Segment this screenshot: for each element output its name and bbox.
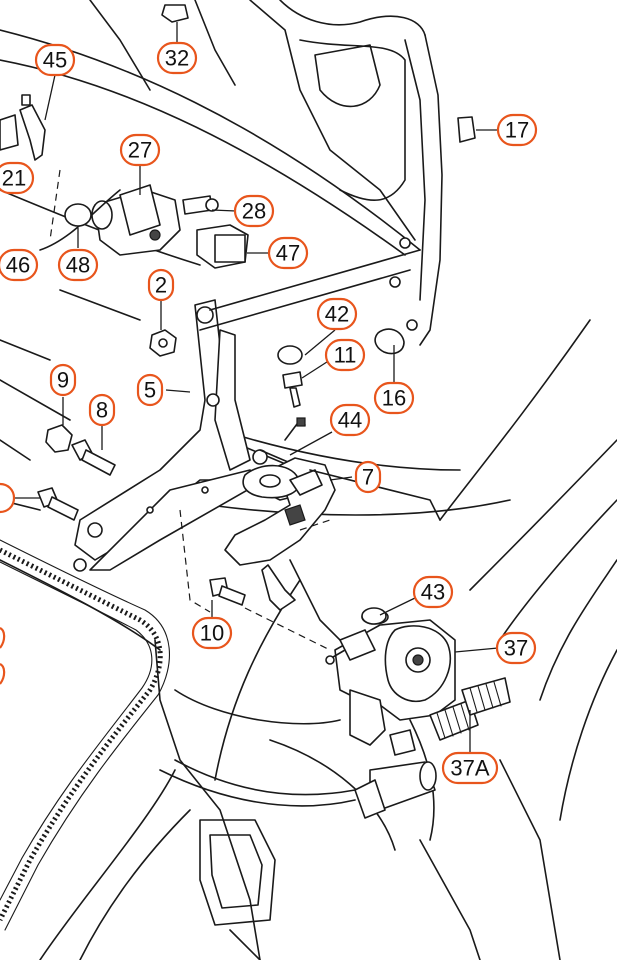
svg-text:27: 27 [128, 138, 152, 163]
callout-32[interactable]: 32 [156, 41, 198, 75]
springs [429, 677, 511, 741]
svg-text:47: 47 [276, 241, 300, 266]
callout-16[interactable]: 16 [373, 381, 415, 415]
callout-28[interactable]: 28 [233, 194, 275, 228]
trunk-seal [0, 539, 170, 931]
hinge-assembly [73, 299, 331, 572]
callout-42[interactable]: 42 [316, 297, 358, 331]
svg-text:7: 7 [362, 465, 374, 490]
callout-48[interactable]: 48 [57, 248, 99, 282]
svg-text:42: 42 [325, 302, 349, 327]
svg-text:45: 45 [43, 48, 67, 73]
svg-text:32: 32 [165, 46, 189, 71]
callout-47[interactable]: 47 [267, 236, 309, 270]
callout-37[interactable]: 37 [495, 631, 537, 665]
svg-text:17: 17 [505, 118, 529, 143]
callout-21[interactable]: 21 [0, 161, 35, 195]
svg-text:5: 5 [144, 378, 156, 403]
svg-text:28: 28 [242, 199, 266, 224]
svg-text:43: 43 [421, 580, 445, 605]
svg-text:11: 11 [334, 343, 357, 368]
lock-cylinder [159, 729, 437, 819]
callout-27[interactable]: 27 [119, 133, 161, 167]
latch-bracket [224, 457, 336, 611]
small-parts [0, 4, 476, 665]
svg-text:9: 9 [57, 368, 69, 393]
alignment-dashes [179, 509, 331, 651]
callouts: 32 45 17 21 27 28 47 46 [0, 41, 538, 785]
callout-9[interactable]: 9 [49, 363, 77, 397]
svg-text:10: 10 [200, 621, 224, 646]
callout-2[interactable]: 2 [147, 268, 175, 302]
callout-43[interactable]: 43 [412, 575, 454, 609]
callout-5[interactable]: 5 [136, 373, 164, 407]
svg-text:2: 2 [155, 273, 167, 298]
callout-7[interactable]: 7 [354, 460, 382, 494]
svg-text:48: 48 [66, 253, 90, 278]
callout-37a[interactable]: 37A [441, 751, 499, 785]
svg-text:21: 21 [2, 166, 26, 191]
svg-text:46: 46 [6, 253, 30, 278]
svg-text:8: 8 [96, 398, 108, 423]
callout-44[interactable]: 44 [329, 403, 371, 437]
svg-text:37A: 37A [450, 756, 489, 781]
lid-struts [0, 249, 441, 521]
callout-8[interactable]: 8 [88, 393, 116, 427]
callout-11[interactable]: 11 [324, 338, 366, 372]
callout-46[interactable]: 46 [0, 248, 39, 282]
edge-fragments [0, 482, 16, 685]
callout-17[interactable]: 17 [496, 113, 538, 147]
svg-text:37: 37 [504, 636, 528, 661]
leader-lines [15, 22, 500, 752]
callout-10[interactable]: 10 [191, 616, 233, 650]
callout-45[interactable]: 45 [34, 43, 76, 77]
svg-text:16: 16 [382, 386, 406, 411]
actuator [39, 169, 181, 256]
svg-text:44: 44 [338, 408, 362, 433]
